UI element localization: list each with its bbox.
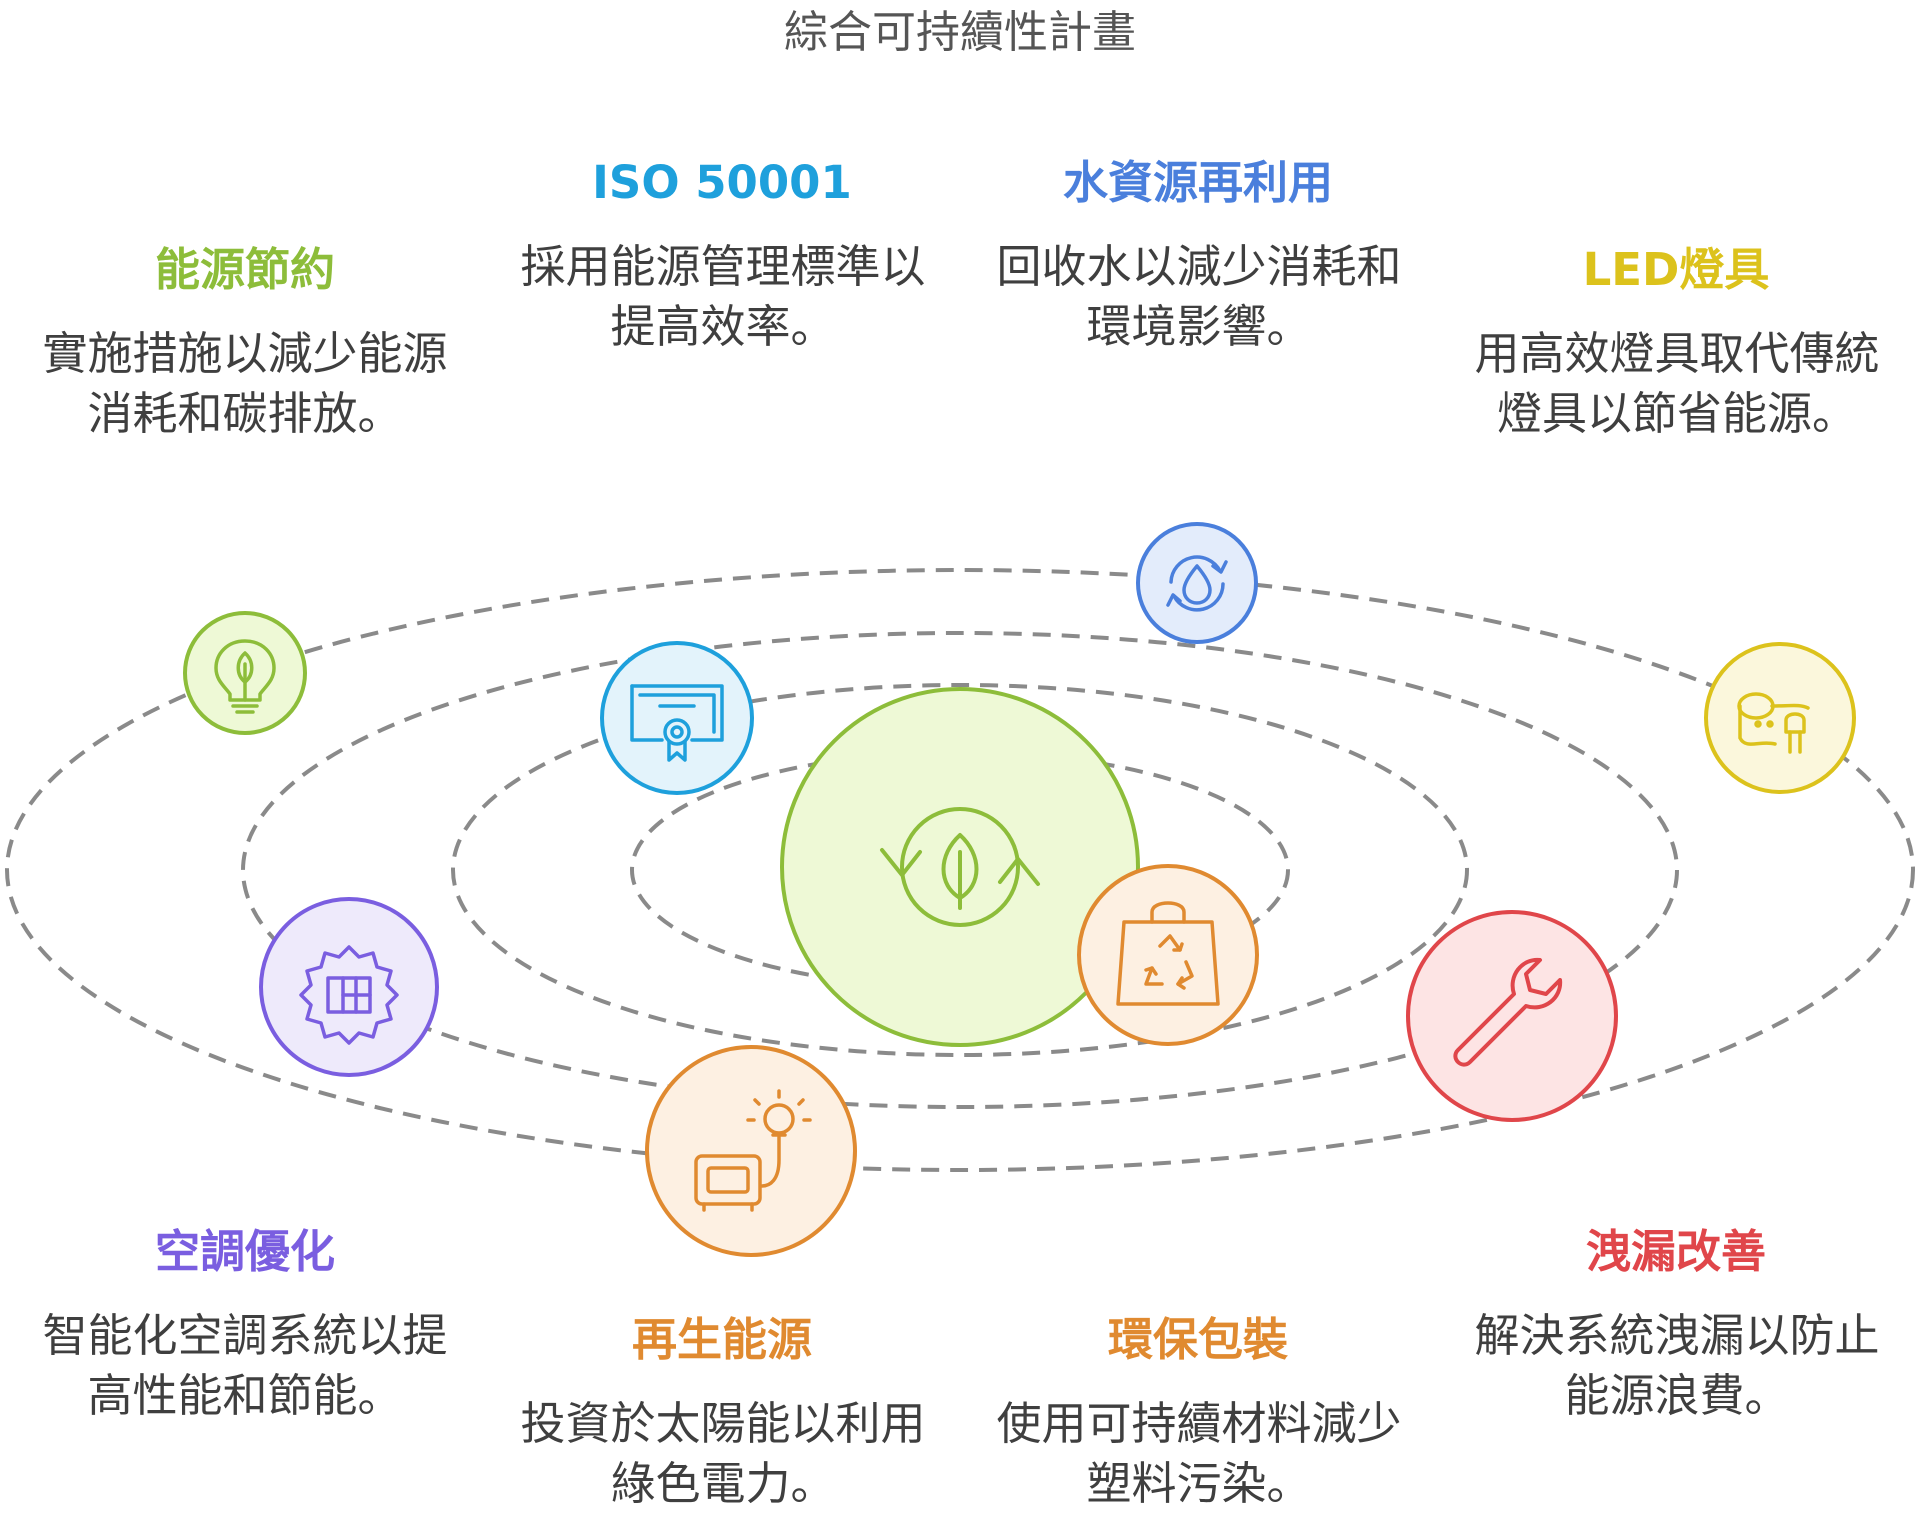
item-desc: 採用能源管理標準以提高效率。 — [520, 240, 926, 353]
node-led-lighting — [1704, 642, 1856, 794]
cog-chip-icon — [299, 945, 399, 1045]
item-title: 環保包裝 — [1107, 1313, 1288, 1366]
node-iso50001 — [600, 641, 754, 795]
label-energy-saving: 能源節約 實施措施以減少能源消耗和碳排放。 — [42, 240, 448, 444]
item-desc: 實施措施以減少能源消耗和碳排放。 — [42, 327, 448, 440]
orbit-ring-third — [241, 631, 1679, 1109]
water-recycle-icon — [1166, 555, 1228, 612]
node-renewable — [645, 1045, 857, 1257]
node-water-reuse — [1136, 522, 1258, 644]
item-title: 洩漏改善 — [1585, 1225, 1766, 1278]
wrench-icon — [1453, 957, 1563, 1067]
recycle-leaf-icon — [880, 807, 1040, 927]
item-title: LED燈具 — [1582, 243, 1770, 296]
item-title: ISO 50001 — [592, 156, 852, 209]
generator-bulb-icon — [694, 1089, 812, 1212]
certificate-icon — [630, 684, 724, 762]
item-title: 水資源再利用 — [1062, 156, 1333, 209]
page-title: 綜合可持續性計畫 — [784, 7, 1136, 58]
item-title: 能源節約 — [154, 243, 335, 296]
item-title: 再生能源 — [631, 1313, 812, 1366]
label-renewable: 再生能源 投資於太陽能以利用綠色電力。 — [520, 1310, 926, 1514]
item-title: 空調優化 — [154, 1225, 335, 1278]
recycle-bag-icon — [1116, 901, 1220, 1006]
item-desc: 用高效燈具取代傳統燈具以節省能源。 — [1474, 327, 1880, 440]
led-strip-icon — [1737, 692, 1810, 754]
node-energy-saving — [183, 611, 307, 735]
item-desc: 使用可持續材料減少塑料污染。 — [996, 1397, 1402, 1510]
node-hvac — [259, 897, 439, 1077]
node-packaging — [1077, 864, 1259, 1046]
label-led-lighting: LED燈具 用高效燈具取代傳統燈具以節省能源。 — [1474, 240, 1880, 444]
lightbulb-leaf-icon — [214, 639, 276, 714]
item-desc: 回收水以減少消耗和環境影響。 — [996, 240, 1402, 353]
label-hvac: 空調優化 智能化空調系統以提高性能和節能。 — [42, 1222, 448, 1426]
item-desc: 智能化空調系統以提高性能和節能。 — [42, 1309, 448, 1422]
orbit-ring-second — [451, 683, 1469, 1057]
item-desc: 解決系統洩漏以防止能源浪費。 — [1474, 1309, 1880, 1422]
center-node — [780, 687, 1140, 1047]
item-desc: 投資於太陽能以利用綠色電力。 — [520, 1397, 926, 1510]
label-iso50001: ISO 50001 採用能源管理標準以提高效率。 — [520, 153, 926, 357]
label-leak-fix: 洩漏改善 解決系統洩漏以防止能源浪費。 — [1474, 1222, 1880, 1426]
label-water-reuse: 水資源再利用 回收水以減少消耗和環境影響。 — [996, 153, 1402, 357]
node-leak-fix — [1406, 910, 1618, 1122]
label-packaging: 環保包裝 使用可持續材料減少塑料污染。 — [996, 1310, 1402, 1514]
orbit-ring-outer — [5, 568, 1915, 1172]
